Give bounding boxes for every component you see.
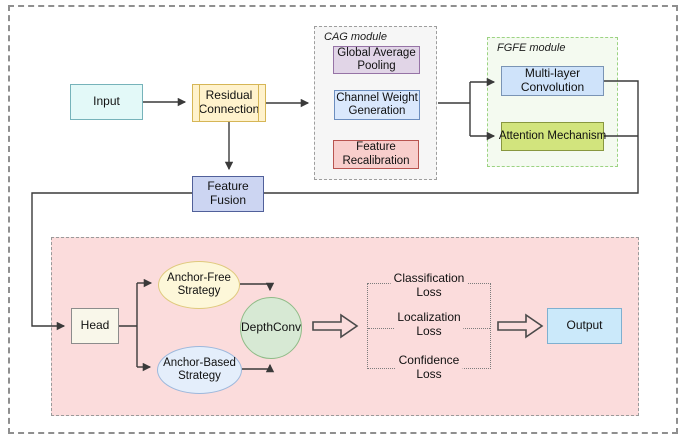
fgfe-module-title: FGFE module xyxy=(497,42,566,54)
figure-border xyxy=(8,5,678,434)
localization-loss-label: Localization Loss xyxy=(394,310,464,339)
node-multi-layer-convolution: Multi-layer Convolution xyxy=(501,66,604,96)
node-channel-weight-generation: Channel Weight Generation xyxy=(334,90,420,120)
node-global-average-pooling: Global Average Pooling xyxy=(333,46,420,74)
node-output: Output xyxy=(547,308,622,344)
node-feature-recalibration: Feature Recalibration xyxy=(333,140,419,169)
loss-group: Classification Loss Localization Loss Co… xyxy=(367,271,491,382)
node-anchor-free-strategy: Anchor-Free Strategy xyxy=(158,261,240,309)
node-anchor-based-strategy: Anchor-Based Strategy xyxy=(157,346,242,394)
cag-module-title: CAG module xyxy=(324,31,387,43)
classification-loss-label: Classification Loss xyxy=(390,271,468,300)
confidence-loss-label: Confidence Loss xyxy=(395,353,463,382)
node-residual-connection: Residual Connection xyxy=(192,84,266,122)
node-depthconv: DepthConv xyxy=(240,297,302,359)
node-attention-mechanism: Attention Mechanism xyxy=(499,122,606,151)
node-feature-fusion: Feature Fusion xyxy=(192,176,264,212)
node-head: Head xyxy=(71,308,119,344)
node-input: Input xyxy=(70,84,143,120)
